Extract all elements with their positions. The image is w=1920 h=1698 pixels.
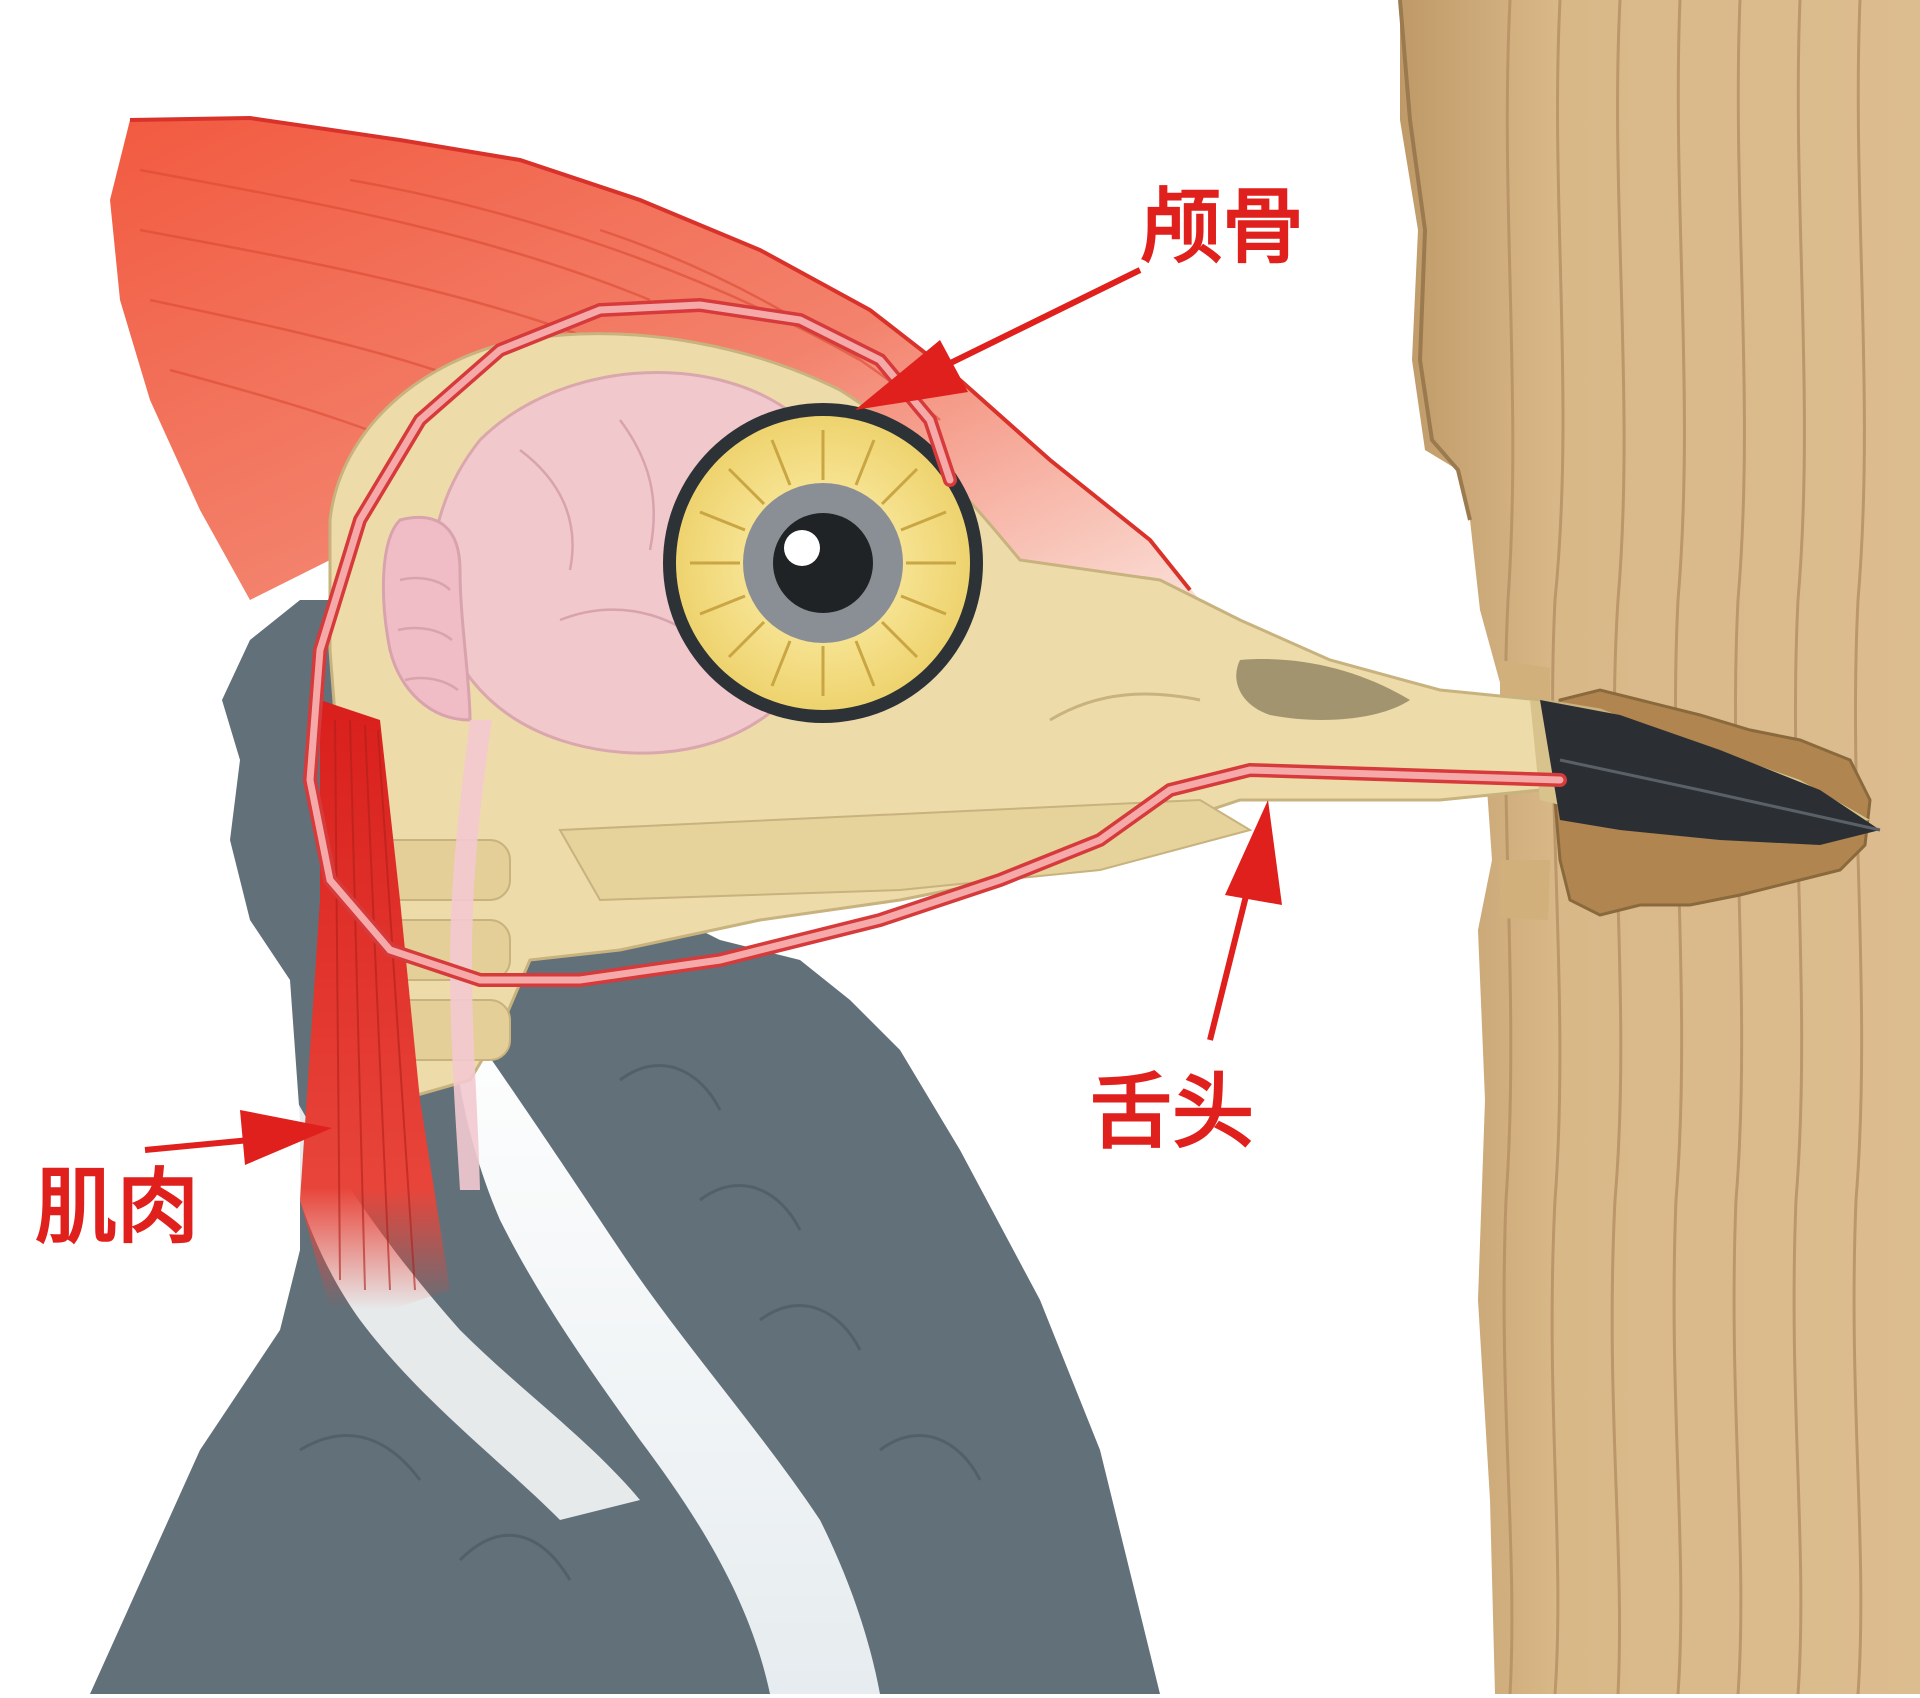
label-skull: 颅骨 — [1140, 180, 1304, 275]
neck-muscle — [300, 700, 450, 1310]
hyoid-tongue — [302, 297, 1567, 987]
label-muscle: 肌肉 — [35, 1160, 199, 1255]
eye — [663, 403, 983, 723]
tree-trunk — [1398, 0, 1920, 1695]
muscle-arrow — [144, 1110, 332, 1165]
skull-arrow — [855, 267, 1142, 410]
beak-tip — [1540, 700, 1880, 845]
tongue-arrow — [1207, 800, 1282, 1041]
label-tongue: 舌头 — [1090, 1065, 1254, 1160]
